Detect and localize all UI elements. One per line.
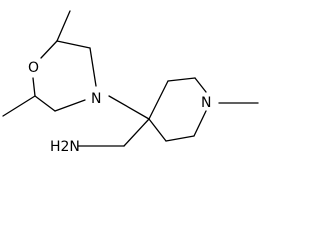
methyl-bond-bottom — [2, 95, 36, 117]
bond-n-quaternary-carbon — [108, 95, 150, 120]
piperidine-ring — [148, 77, 207, 142]
molecule-structure: O N N H2N — [2, 10, 259, 155]
bond-c4-c3 — [148, 80, 169, 120]
bond-n-c5 — [54, 99, 86, 112]
morpholine-nitrogen-label: N — [91, 91, 101, 107]
morpholine-methyls — [2, 10, 71, 117]
bond-c3-c2 — [167, 77, 196, 82]
bond-c2-n1 — [194, 77, 207, 93]
amine-label: H2N — [50, 139, 80, 155]
morpholine-ring — [32, 40, 97, 112]
bond-c5-c6 — [34, 95, 56, 112]
bond-c2-c3 — [56, 40, 91, 49]
bond-c5-c4 — [148, 118, 167, 142]
bond-n1-c6 — [193, 110, 207, 137]
oxygen-atom-label: O — [28, 60, 39, 76]
bond-c3-n — [89, 47, 97, 87]
bond-c6-o — [32, 77, 36, 97]
aminomethyl-group — [77, 118, 150, 147]
methyl-bond-top — [56, 10, 71, 42]
piperidine-nitrogen-label: N — [201, 95, 211, 111]
bond-c6-c5 — [165, 135, 195, 142]
bond-o-c2 — [40, 40, 58, 59]
bond-c4-ch2 — [123, 118, 150, 147]
